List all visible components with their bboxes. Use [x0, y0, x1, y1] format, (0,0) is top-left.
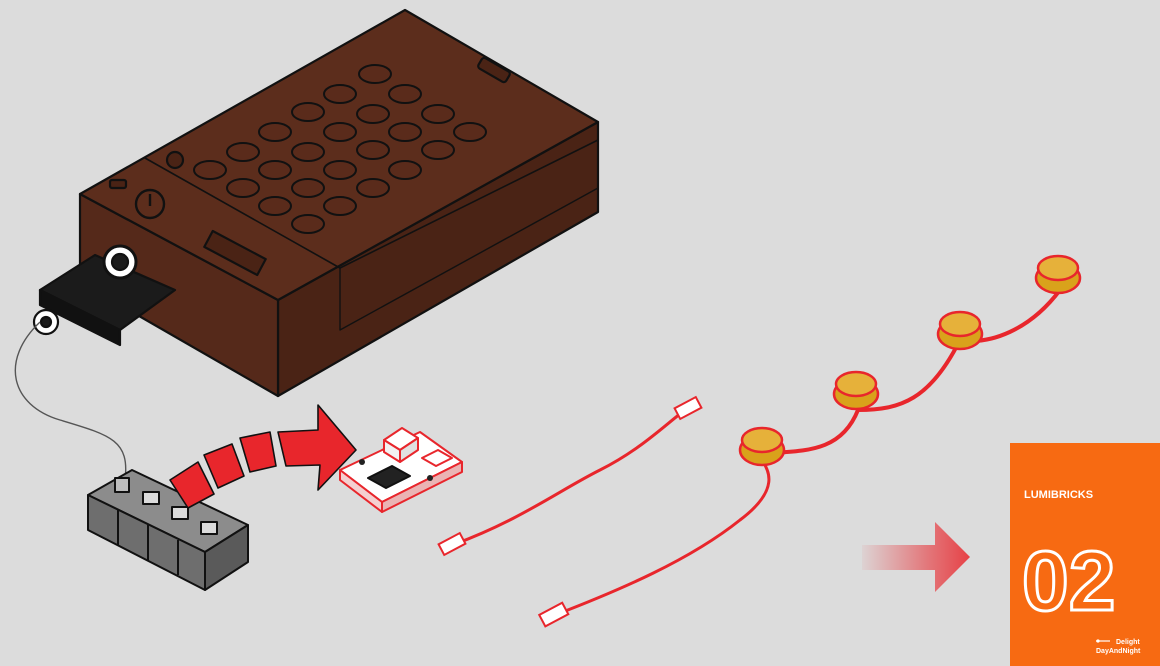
curved-arrow-icon	[170, 405, 356, 508]
short-cable-icon	[455, 410, 685, 544]
led-cable	[555, 458, 769, 615]
card-brand: LUMIBRICKS	[1024, 489, 1093, 501]
card-number: 02	[1022, 534, 1115, 628]
connector-block-icon	[88, 470, 248, 590]
card-tagline-1: Delight	[1116, 639, 1140, 646]
battery-box-icon	[80, 10, 598, 396]
product-card[interactable]: LUMIBRICKS 02 Delight DayAndNight	[1010, 443, 1160, 666]
usb-wire	[15, 322, 125, 480]
led-string-icon	[740, 256, 1080, 465]
next-arrow-icon[interactable]	[862, 522, 970, 592]
card-tagline-2: DayAndNight	[1096, 648, 1141, 655]
controller-board-icon	[340, 428, 462, 512]
